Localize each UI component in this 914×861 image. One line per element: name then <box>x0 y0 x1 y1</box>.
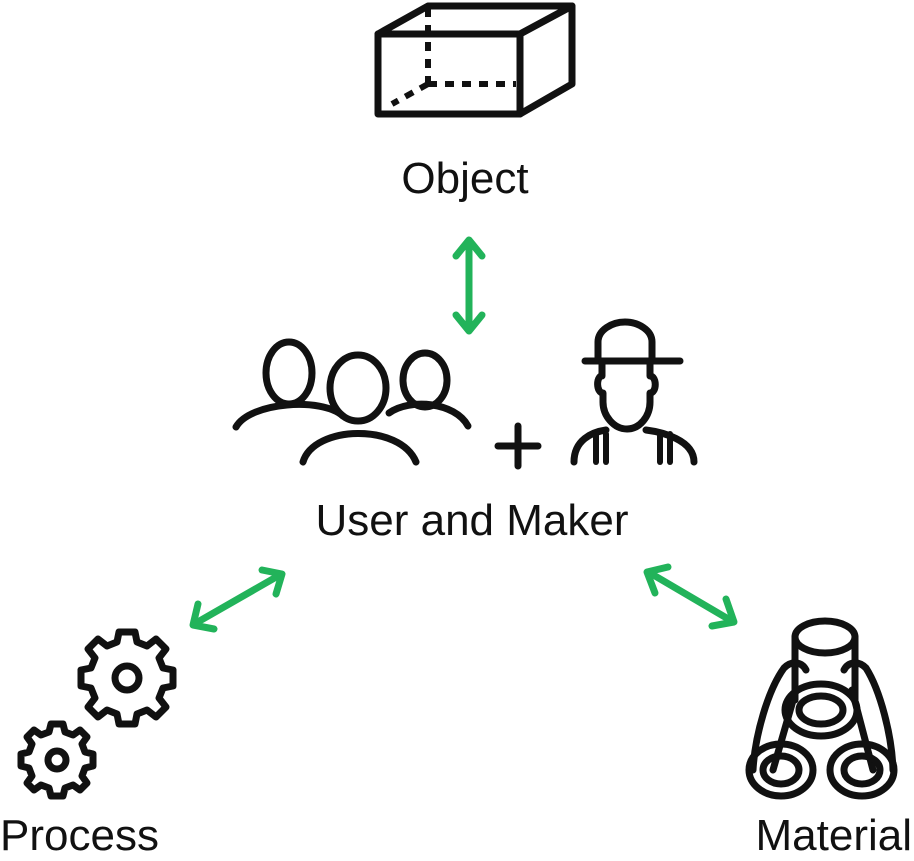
user-material-arrow <box>643 563 738 630</box>
process-label: Process <box>0 811 159 860</box>
worker-icon <box>570 318 698 466</box>
gears-icon <box>17 628 177 800</box>
material-label: Material <box>756 811 913 860</box>
object-label: Object <box>401 154 528 203</box>
plus-sign <box>494 422 542 470</box>
object-user-arrow <box>452 236 486 335</box>
user-maker-label: User and Maker <box>315 496 628 545</box>
user-process-arrow <box>189 566 286 633</box>
pipes-icon <box>745 617 898 800</box>
cube-icon <box>374 2 576 118</box>
user-group-icon <box>232 338 472 466</box>
